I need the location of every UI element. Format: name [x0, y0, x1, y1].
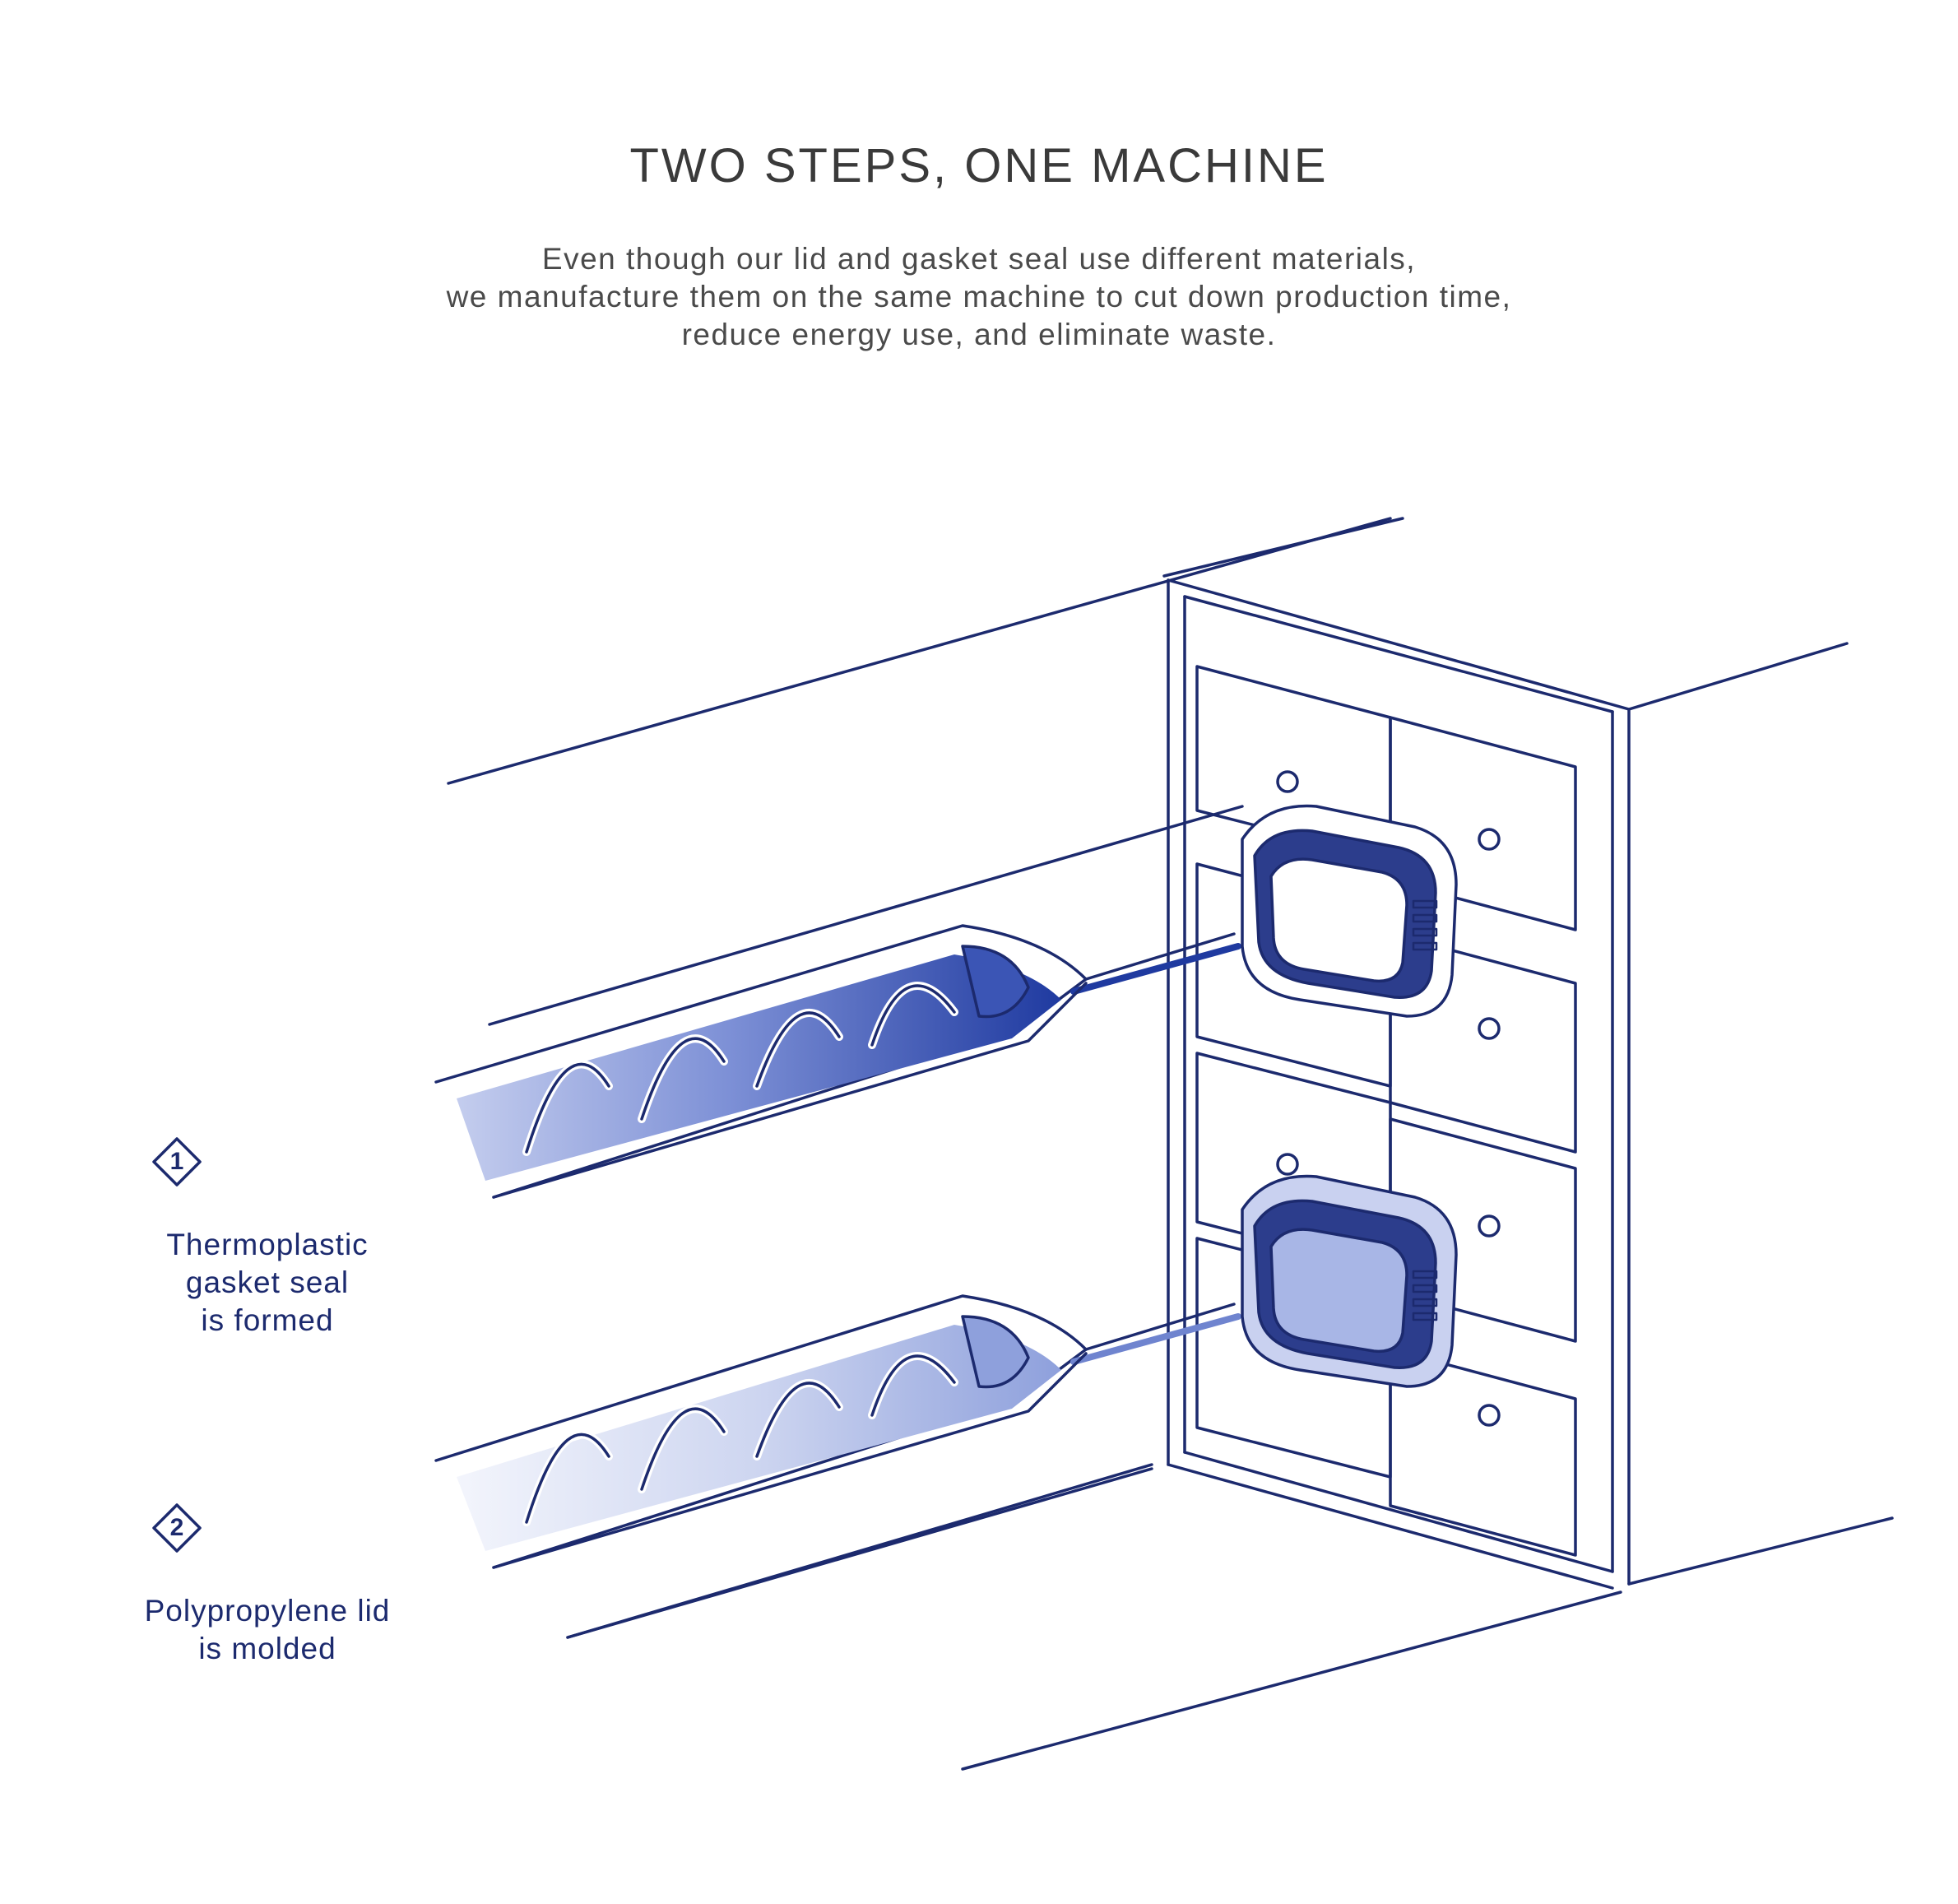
step-1-number: 1 [169, 1148, 184, 1175]
die-plate-blocks [1195, 665, 1577, 1557]
barrel-step-1 [434, 805, 1244, 1199]
mold-cavity-step-1 [1241, 804, 1458, 1018]
barrel-step-2 [434, 1294, 1241, 1639]
step-label-line: Polypropylene lid [144, 1594, 391, 1628]
step-1-label: Thermoplastic gasket seal is formed [90, 1226, 444, 1340]
diamond-icon [152, 1503, 202, 1553]
step-2-number: 2 [169, 1514, 184, 1541]
page-description: Even though our lid and gasket seal use … [321, 240, 1637, 354]
diamond-icon [152, 1137, 202, 1187]
page-title: TWO STEPS, ONE MACHINE [629, 139, 1329, 193]
step-label-line: is formed [201, 1303, 334, 1337]
description-line: Even though our lid and gasket seal use … [541, 242, 1417, 276]
machine-housing [447, 517, 1894, 1771]
mold-cavity-step-2 [1241, 1174, 1458, 1388]
description-line: reduce energy use, and eliminate waste. [681, 318, 1277, 351]
description-line: we manufacture them on the same machine … [446, 280, 1512, 313]
step-label-line: Thermoplastic [166, 1228, 369, 1261]
step-1-badge: 1 [151, 1135, 203, 1188]
step-label-line: is molded [198, 1632, 336, 1665]
step-2-badge: 2 [151, 1502, 203, 1554]
step-2-label: Polypropylene lid is molded [90, 1592, 444, 1668]
step-label-line: gasket seal [185, 1265, 350, 1299]
